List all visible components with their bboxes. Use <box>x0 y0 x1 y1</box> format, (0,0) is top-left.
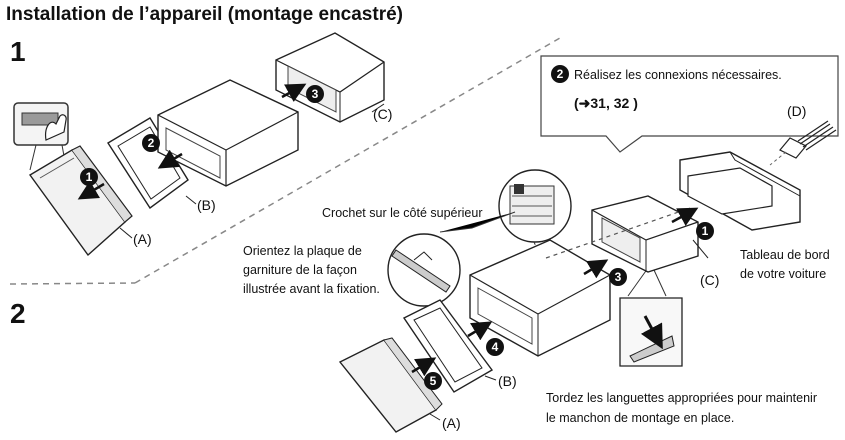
twist-tabs-label-line2: le manchon de montage en place. <box>546 411 735 425</box>
arrow-step1-1 <box>77 180 105 200</box>
insertion-guide-line <box>545 207 691 259</box>
badge-step2-2: 2 <box>551 65 569 83</box>
car-dashboard <box>679 151 801 231</box>
tab-bending-inset-icon <box>619 267 683 367</box>
connections-page-ref: (➜31, 32 ) <box>574 95 638 111</box>
step-number-2: 2 <box>10 298 26 329</box>
hook-top-side-label: Crochet sur le côté supérieur <box>322 206 483 220</box>
badge-step1-3: 3 <box>306 85 324 103</box>
part-label-c-step2: (C) <box>700 272 720 288</box>
orient-trim-label-line3: illustrée avant la fixation. <box>243 282 380 296</box>
badge-step2-3: 3 <box>609 268 627 286</box>
badge-step2-4: 4 <box>486 338 504 356</box>
twist-tabs-label-line1: Tordez les languettes appropriées pour m… <box>546 391 817 405</box>
hook-detail-inset-icon <box>498 169 572 263</box>
badge-step2-5: 5 <box>424 372 442 390</box>
faceplate-a-step2 <box>338 337 443 433</box>
finger-press-inset-icon <box>13 102 69 179</box>
page-title: Installation de l’appareil (montage enca… <box>6 4 403 25</box>
part-label-c-step1: (C) <box>373 106 393 122</box>
arrow-step1-3 <box>281 83 307 102</box>
arrow-step2-4 <box>467 321 493 341</box>
step-number-1: 1 <box>10 36 26 67</box>
part-label-b-step2: (B) <box>498 373 517 389</box>
hook-leader-line <box>439 211 516 233</box>
part-label-a-step1: (A) <box>133 231 152 247</box>
arrow-step1-2 <box>157 149 183 169</box>
arrow-step2-1 <box>671 207 699 226</box>
connections-callout-box <box>540 55 839 153</box>
orient-trim-label-line1: Orientez la plaque de <box>243 244 362 258</box>
badge-step1-2: 2 <box>142 134 160 152</box>
sleeve-c-step2 <box>591 195 699 273</box>
dashboard-label-line2: de votre voiture <box>740 267 827 281</box>
arrow-step2-5 <box>411 357 437 377</box>
orient-trim-label-line2: garniture de la façon <box>243 263 357 277</box>
trim-plate-b-step2 <box>402 299 494 393</box>
part-label-a-step2: (A) <box>442 415 461 431</box>
wiring-connector-d-icon <box>769 120 837 166</box>
part-label-b-step1: (B) <box>197 197 216 213</box>
head-unit-step1 <box>157 79 299 187</box>
badge-step2-1: 1 <box>696 222 714 240</box>
part-label-d: (D) <box>787 103 807 119</box>
trim-plate-b-step1 <box>107 117 189 210</box>
badge-step1-1: 1 <box>80 168 98 186</box>
arrow-step2-3 <box>583 259 609 279</box>
trim-orientation-inset-icon <box>387 233 461 307</box>
connections-text: Réalisez les connexions nécessaires. <box>574 68 782 82</box>
step-separator-line-lower <box>9 282 136 285</box>
step-separator-line <box>134 37 561 284</box>
head-unit-step2 <box>469 239 611 357</box>
dashboard-label-line1: Tableau de bord <box>740 248 830 262</box>
faceplate-a-step1 <box>28 145 133 257</box>
